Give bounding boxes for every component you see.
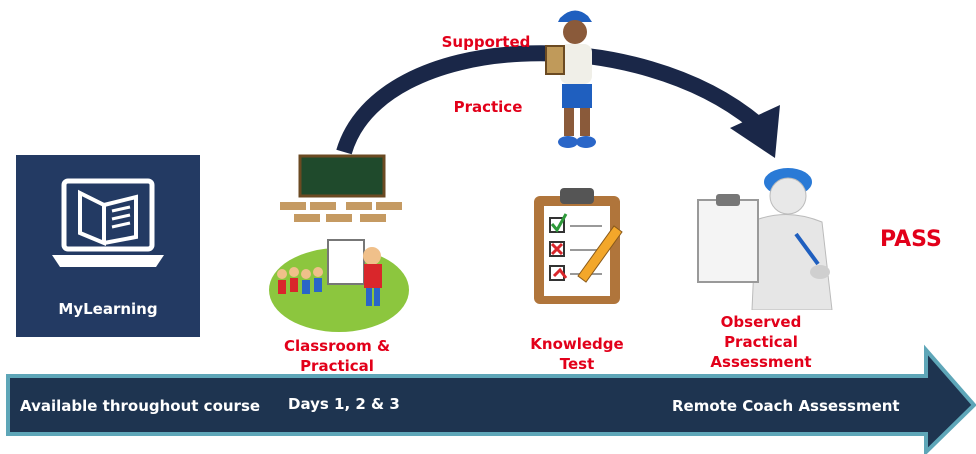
pass-label: PASS: [880, 227, 942, 252]
test-clipboard-icon: [534, 188, 623, 304]
supported-label: Supported: [441, 33, 531, 51]
practice-label: Practice: [453, 98, 523, 116]
observed-assessment-label: Observed Practical Assessment: [710, 313, 812, 371]
timeline-remote-label: Remote Coach Assessment: [672, 397, 900, 415]
mylearning-label: MyLearning: [58, 300, 158, 318]
coaching-field-icon: [269, 239, 409, 332]
mylearning-tile: MyLearning: [16, 155, 200, 337]
classroom-icon: [280, 154, 402, 222]
laptop-book-icon: [52, 178, 164, 267]
knowledge-test-label: Knowledge Test: [530, 335, 624, 373]
timeline-available-label: Available throughout course: [20, 397, 261, 415]
coach-clipboard-figure: [545, 10, 596, 148]
timeline-days-label: Days 1, 2 & 3: [288, 395, 400, 413]
observer-whistle-figure: [697, 168, 833, 310]
classroom-practical-label: Classroom & Practical: [283, 337, 391, 375]
